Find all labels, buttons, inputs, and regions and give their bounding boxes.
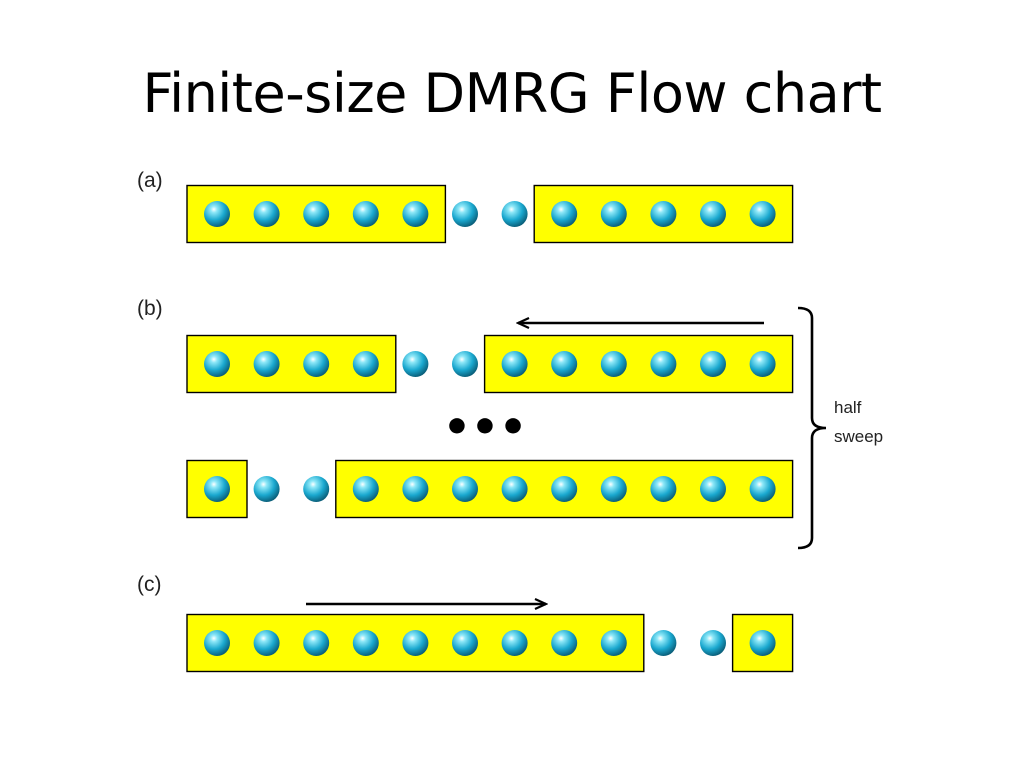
left-block-site [352, 630, 379, 656]
left-block-site [352, 351, 379, 377]
right-block-site [600, 476, 627, 502]
bracket-label-half: half [834, 398, 862, 417]
free-site [650, 630, 677, 656]
right-block-site [650, 351, 677, 377]
left-block-site [551, 630, 578, 656]
panel-label-a: (a) [137, 169, 163, 192]
right-block-site [501, 476, 528, 502]
free-site [501, 201, 528, 227]
free-site [303, 476, 330, 502]
slide-title: Finite-size DMRG Flow chart [142, 62, 882, 125]
left-block-site [204, 476, 230, 502]
chain-row-b-bottom [186, 459, 794, 519]
right-block-site [749, 351, 776, 377]
free-site [452, 201, 478, 227]
free-site [253, 476, 280, 502]
right-block-site [551, 201, 578, 227]
right-block [483, 334, 794, 394]
right-block-site [700, 201, 726, 227]
curly-brace-icon [797, 306, 827, 550]
left-block-site [352, 201, 379, 227]
free-site [452, 351, 478, 377]
left-block-site [402, 201, 429, 227]
right-block-site [551, 351, 578, 377]
right-block-site [501, 351, 528, 377]
left-block-site [600, 630, 627, 656]
left-block-site [303, 630, 330, 656]
left-block-site [402, 630, 429, 656]
ellipsis-dots: ••• [443, 402, 527, 453]
chain-row-a [186, 184, 794, 244]
panel-label-b: (b) [137, 297, 163, 320]
right-block-site [650, 201, 677, 227]
free-site [402, 351, 429, 377]
right-block-site [452, 476, 478, 502]
right-block-site [749, 630, 776, 656]
right-block-site [551, 476, 578, 502]
right-block-site [402, 476, 429, 502]
left-block-site [303, 351, 330, 377]
left-block-site [303, 201, 330, 227]
right-block-site [352, 476, 379, 502]
bracket-label-sweep: sweep [834, 427, 883, 446]
chain-row-b-top [186, 334, 794, 394]
free-site [700, 630, 726, 656]
left-block-site [253, 630, 280, 656]
panel-label-c: (c) [137, 573, 162, 596]
left-block-site [253, 201, 280, 227]
right-block-site [700, 476, 726, 502]
right-block-site [650, 476, 677, 502]
left-block-site [452, 630, 478, 656]
chain-row-c [186, 613, 794, 673]
left-block-site [204, 201, 230, 227]
left-block-site [501, 630, 528, 656]
right-block-site [700, 351, 726, 377]
right-block-site [749, 476, 776, 502]
right-block-site [600, 351, 627, 377]
left-block-site [204, 351, 230, 377]
right-block-site [600, 201, 627, 227]
left-block-site [253, 351, 280, 377]
left-block-site [204, 630, 230, 656]
right-block-site [749, 201, 776, 227]
